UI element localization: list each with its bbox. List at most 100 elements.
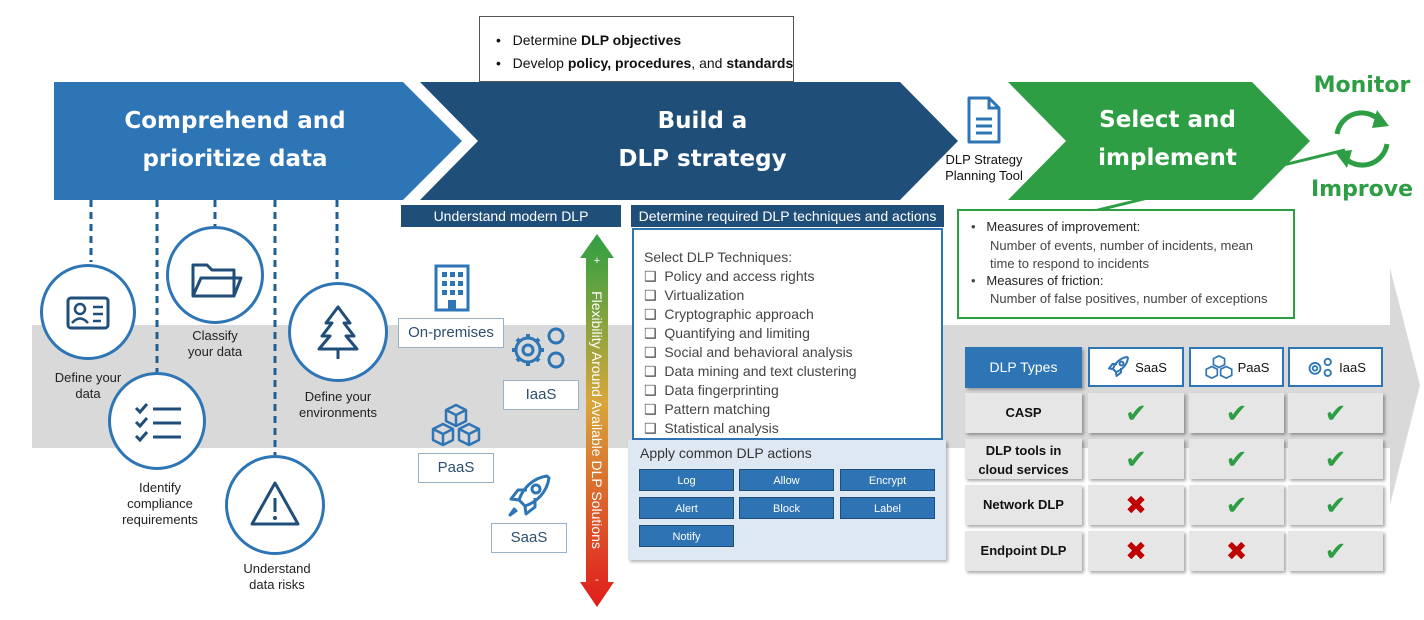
flexibility-arrow — [580, 234, 614, 607]
technique-item: ❑ Data mining and text clustering — [644, 363, 857, 379]
cubes-icon — [1204, 355, 1233, 379]
table-cell: ✔ — [1288, 439, 1383, 479]
technique-item: ❑ Quantifying and limiting — [644, 325, 810, 341]
chevron-comprehend — [54, 82, 462, 200]
table-row-label-network: Network DLP — [965, 485, 1082, 525]
action-allow: Allow — [739, 469, 834, 491]
check-icon: ✔ — [1225, 444, 1248, 474]
table-col-saas: SaaS — [1088, 347, 1184, 387]
env-saas: SaaS — [491, 523, 567, 553]
warning-icon — [250, 481, 300, 526]
chevron-select — [1008, 82, 1310, 200]
step-circle-classify-data — [166, 226, 264, 324]
improve-label: Improve — [1310, 177, 1414, 202]
flex-minus: - — [595, 574, 599, 586]
checklist-icon — [134, 403, 181, 443]
table-cell: ✔ — [1088, 439, 1184, 479]
techniques-title: Select DLP Techniques: — [644, 249, 793, 265]
step-circle-define-environments — [288, 282, 388, 382]
table-cell: ✔ — [1288, 393, 1383, 433]
flex-plus: + — [593, 255, 601, 267]
table-col-paas: PaaS — [1189, 347, 1284, 387]
folder-icon — [191, 263, 243, 298]
action-log: Log — [639, 469, 734, 491]
action-alert: Alert — [639, 497, 734, 519]
action-block: Block — [739, 497, 834, 519]
objectives-box: • Determine DLP objectives • Develop pol… — [479, 16, 794, 82]
technique-item: ❑ Pattern matching — [644, 401, 771, 417]
check-icon: ✔ — [1125, 398, 1147, 428]
gears-icon — [1308, 357, 1332, 377]
step-circle-identify-compliance — [108, 372, 206, 470]
gears-icon — [512, 327, 565, 369]
table-row-label-endpoint: Endpoint DLP — [965, 531, 1082, 571]
technique-item: ❑ Cryptographic approach — [644, 306, 814, 322]
flexibility-label: Flexibility Around Available DLP Solutio… — [589, 291, 605, 549]
id-card-icon — [66, 296, 110, 330]
table-cell: ✔ — [1288, 531, 1383, 571]
cycle-arrows-icon — [1334, 110, 1390, 168]
check-icon: ✔ — [1324, 490, 1347, 520]
table-cell: ✖ — [1088, 485, 1184, 525]
actions-title: Apply common DLP actions — [640, 445, 812, 461]
table-cell: ✖ — [1088, 531, 1184, 571]
techniques-box: Select DLP Techniques: ❑ Policy and acce… — [632, 228, 943, 440]
friction-title: • Measures of friction: — [971, 273, 1104, 288]
env-iaas: IaaS — [503, 380, 579, 410]
cross-icon: ✖ — [1225, 536, 1248, 566]
technique-item: ❑ Social and behavioral analysis — [644, 344, 853, 360]
check-icon: ✔ — [1324, 398, 1347, 428]
table-cell: ✔ — [1189, 485, 1284, 525]
techniques-header: Determine required DLP techniques and ac… — [631, 205, 944, 227]
document-icon — [967, 96, 1001, 144]
env-on-premises: On-premises — [398, 318, 504, 348]
step-circle-understand-risks — [225, 455, 325, 555]
check-icon: ✔ — [1324, 536, 1347, 566]
env-paas: PaaS — [418, 453, 494, 483]
rocket-icon — [1108, 356, 1130, 377]
action-notify: Notify — [639, 525, 734, 547]
action-label: Label — [840, 497, 935, 519]
check-icon: ✔ — [1324, 444, 1347, 474]
check-icon: ✔ — [1225, 398, 1248, 428]
technique-item: ❑ Policy and access rights — [644, 268, 815, 284]
table-corner-dlp-types: DLP Types — [965, 347, 1082, 388]
table-col-iaas: IaaS — [1288, 347, 1383, 387]
technique-item: ❑ Virtualization — [644, 287, 745, 303]
table-cell: ✔ — [1189, 393, 1284, 433]
step-circle-define-data — [40, 264, 136, 360]
table-row-label-casp: CASP — [965, 393, 1082, 433]
tree-icon — [317, 305, 359, 359]
cross-icon: ✖ — [1125, 536, 1147, 566]
objective-bullet-1: • Determine DLP objectives — [496, 32, 682, 48]
table-cell: ✔ — [1088, 393, 1184, 433]
improvement-title: • Measures of improvement: — [971, 219, 1141, 234]
understand-header: Understand modern DLP — [401, 205, 621, 227]
table-cell: ✔ — [1288, 485, 1383, 525]
measures-box: • Measures of improvement: Number of eve… — [957, 209, 1295, 319]
monitor-label: Monitor — [1313, 73, 1411, 98]
check-icon: ✔ — [1125, 444, 1147, 474]
rocket-icon — [508, 474, 551, 517]
improvement-text: Number of events, number of incidents, m… — [990, 238, 1254, 271]
technique-item: ❑ Data fingerprinting — [644, 382, 779, 398]
technique-item: ❑ Statistical analysis — [644, 420, 779, 436]
friction-text: Number of false positives, number of exc… — [990, 291, 1268, 306]
table-cell: ✔ — [1189, 439, 1284, 479]
actions-box: Apply common DLP actions Log Allow Encry… — [628, 440, 946, 560]
cubes-icon — [431, 403, 481, 447]
check-icon: ✔ — [1225, 490, 1248, 520]
cross-icon: ✖ — [1125, 490, 1147, 520]
table-cell: ✖ — [1189, 531, 1284, 571]
objective-bullet-2: • Develop policy, procedures, and standa… — [496, 55, 794, 71]
